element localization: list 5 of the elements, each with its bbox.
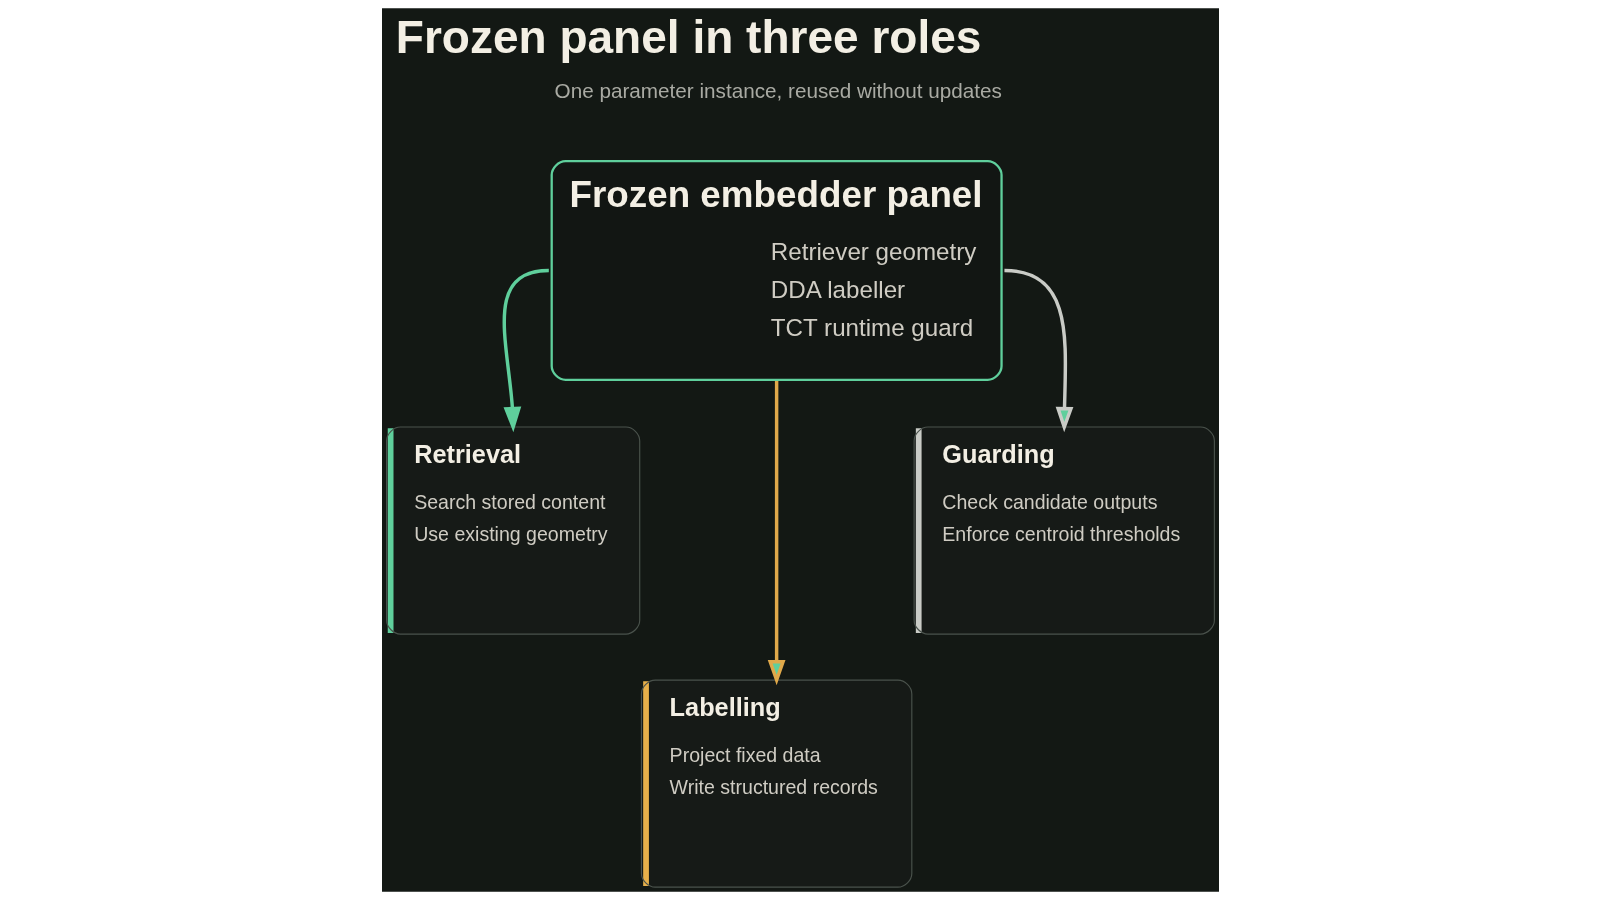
label: One parameter instance, reused without updates: [554, 79, 1002, 103]
arrow: [1003, 268, 1073, 433]
arrow: [767, 380, 785, 686]
diagram-title: Frozen panel in three roles: [395, 11, 981, 64]
arrow: [502, 268, 549, 433]
